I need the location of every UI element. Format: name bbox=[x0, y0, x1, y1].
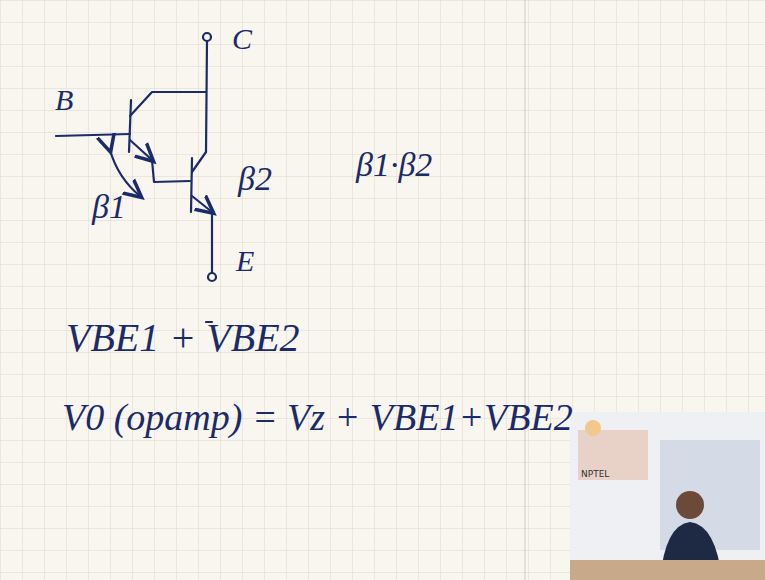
terminal-name: E bbox=[236, 246, 254, 276]
terminal-name: B bbox=[55, 85, 73, 115]
q1-emitter bbox=[130, 140, 152, 160]
terminal-name: C bbox=[232, 24, 252, 54]
logo-text: NPTEL bbox=[581, 470, 609, 479]
inset-ground bbox=[570, 412, 765, 580]
collector-wire bbox=[206, 41, 207, 152]
output-equation: V0 (opamp) = Vz + VBE1+VBE2 bbox=[62, 398, 573, 436]
q2-collector bbox=[192, 152, 206, 172]
page-edge bbox=[525, 0, 526, 580]
emitter-wire bbox=[211, 212, 213, 272]
q2-base-bar bbox=[191, 158, 192, 212]
presenter-head bbox=[676, 491, 704, 519]
q2-emitter bbox=[192, 196, 212, 212]
gain-label: β2 bbox=[238, 162, 272, 196]
voltage-sum: VBE1 + VBE2 bbox=[66, 318, 300, 358]
desk bbox=[570, 560, 765, 580]
logo bbox=[585, 420, 601, 436]
q1-collector bbox=[130, 92, 206, 116]
inset-photo bbox=[578, 430, 648, 480]
darlington-symbol bbox=[56, 33, 216, 322]
video-inset bbox=[570, 412, 765, 580]
q1-q2-link bbox=[152, 160, 190, 182]
base-wire bbox=[56, 134, 130, 136]
q1-base-bar bbox=[129, 100, 131, 152]
gain-product: β1·β2 bbox=[356, 148, 432, 182]
collector-terminal bbox=[203, 33, 211, 41]
gain-label: β1 bbox=[92, 190, 126, 224]
emitter-terminal bbox=[208, 273, 216, 281]
